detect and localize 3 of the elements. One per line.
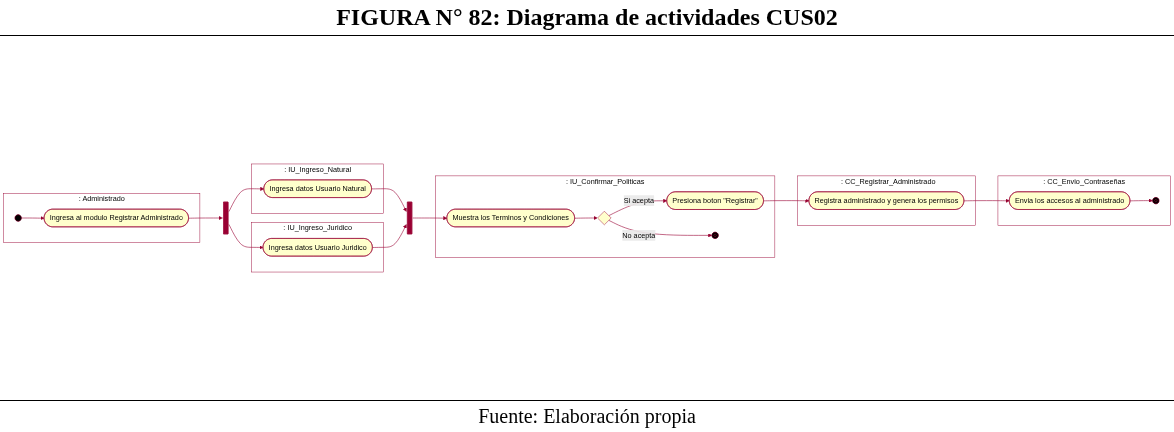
figure-caption: Fuente: Elaboración propia bbox=[0, 400, 1174, 432]
figure-title: FIGURA N° 82: Diagrama de actividades CUS02 bbox=[0, 0, 1174, 36]
node-diamond bbox=[597, 210, 612, 226]
